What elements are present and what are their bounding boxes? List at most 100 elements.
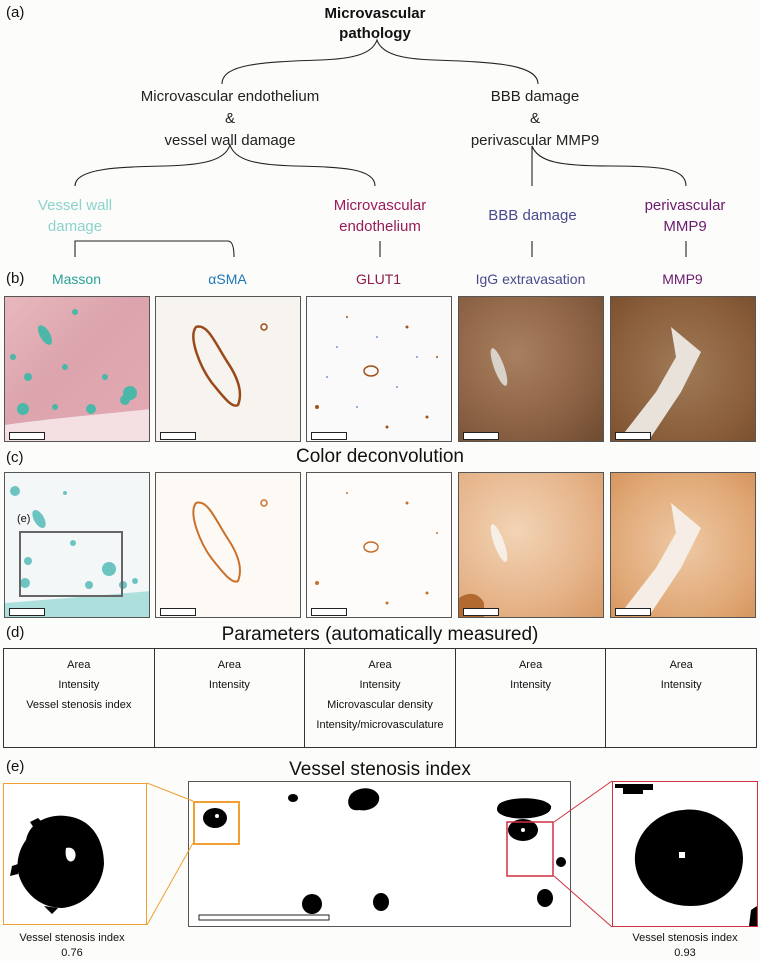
- param-item: Intensity: [510, 679, 552, 691]
- tree-braces: [74, 38, 687, 258]
- param-item: Intensity: [359, 679, 401, 691]
- image-igg-deconvolved: [458, 472, 604, 618]
- deconvolution-title: Color deconvolution: [296, 446, 464, 467]
- image-masson-stain: [4, 296, 150, 442]
- stenosis-vessel-right: [615, 784, 757, 926]
- stenosis-right-value: 0.93: [674, 947, 696, 959]
- param-item: Intensity: [58, 679, 100, 691]
- panel-label-c: (c): [6, 449, 24, 466]
- tree-left-node: Microvascular endothelium & vessel wall …: [110, 86, 350, 152]
- mmp9-vessel: [621, 327, 701, 437]
- tree-left-line-1: Microvascular endothelium: [140, 88, 320, 105]
- parameters-col-glut1: Area Intensity Microvascular density Int…: [304, 648, 456, 748]
- stenosis-zoom-right: [612, 781, 758, 927]
- param-item: Area: [368, 659, 392, 671]
- mmp9-deconvolved-vessel: [621, 503, 701, 613]
- stenosis-title: Vessel stenosis index: [289, 759, 471, 780]
- stenosis-right-label: Vessel stenosis index: [632, 932, 738, 944]
- stenosis-left-value: 0.76: [61, 947, 83, 959]
- vessel-wall-connector: [74, 240, 235, 258]
- asma-vessel: [192, 323, 268, 407]
- tree-root-line-1: Microvascular: [324, 5, 426, 22]
- leaf-mmp9-line-1: perivascular: [644, 197, 726, 214]
- glut1-vessels: [315, 316, 438, 429]
- parameters-table: Area Intensity Vessel stenosis index Are…: [3, 648, 757, 748]
- scale-bar-igg-deconvolved: [463, 608, 499, 616]
- stenosis-left-caption: Vessel stenosis index 0.76: [2, 931, 142, 961]
- image-glut1-deconvolved: [306, 472, 452, 618]
- stenosis-left-label: Vessel stenosis index: [19, 932, 125, 944]
- stenosis-overview: [188, 781, 571, 927]
- igg-vessel: [490, 348, 508, 386]
- panel-label-e: (e): [6, 758, 25, 775]
- stain-label-asma: αSMA: [208, 271, 247, 287]
- param-item: Microvascular density: [327, 699, 433, 711]
- stain-label-glut1: GLUT1: [355, 271, 402, 287]
- igg-deconvolved-vessel: [459, 524, 508, 617]
- leaf-vessel-wall-damage: Vessel wall damage: [10, 195, 140, 237]
- image-asma-deconvolved: [155, 472, 301, 618]
- leaf-endothelium-line-2: endothelium: [339, 218, 421, 235]
- tree-root: Microvascular pathology: [290, 4, 460, 44]
- leaf-bbb-damage: BBB damage: [465, 205, 600, 226]
- stain-label-igg: IgG extravasation: [475, 271, 586, 287]
- tree-right-line-2: &: [529, 110, 540, 127]
- param-item: Area: [67, 659, 91, 671]
- inset-label: (e): [17, 513, 31, 525]
- scale-bar-asma: [160, 432, 196, 440]
- param-item: Intensity: [660, 679, 702, 691]
- tree-root-line-2: pathology: [339, 25, 411, 42]
- image-igg-stain: [458, 296, 604, 442]
- stain-label-mmp9: MMP9: [662, 271, 703, 287]
- scale-bar-glut1: [311, 432, 347, 440]
- scale-bar-masson-deconvolved: [9, 608, 45, 616]
- stenosis-overview-vessels: [193, 788, 566, 921]
- right-branch: [531, 145, 687, 187]
- parameters-row: Area Intensity Vessel stenosis index Are…: [3, 648, 757, 748]
- scale-bar-masson: [9, 432, 45, 440]
- tree-left-line-3: vessel wall damage: [164, 132, 296, 149]
- scale-bar-mmp9-deconvolved: [615, 608, 651, 616]
- leaf-vessel-wall-line-1: Vessel wall: [37, 197, 113, 214]
- leaf-mmp9-line-2: MMP9: [663, 218, 707, 235]
- asma-deconvolved-vessel: [192, 499, 268, 583]
- scale-bar-igg: [463, 432, 499, 440]
- param-item: Area: [518, 659, 543, 671]
- tree-right-node: BBB damage & perivascular MMP9: [440, 86, 630, 152]
- parameters-title: Parameters (automatically measured): [221, 624, 539, 645]
- panel-label-d: (d): [6, 624, 25, 641]
- tree-right-line-1: BBB damage: [490, 88, 580, 105]
- tree-left-line-2: &: [224, 110, 235, 127]
- image-mmp9-deconvolved: [610, 472, 756, 618]
- parameters-col-mmp9: Area Intensity: [605, 648, 757, 748]
- stenosis-vessel-left: [10, 815, 105, 914]
- parameters-col-masson: Area Intensity Vessel stenosis index: [3, 648, 155, 748]
- scale-bar-glut1-deconvolved: [311, 608, 347, 616]
- leaf-perivascular-mmp9: perivascular MMP9: [615, 195, 755, 237]
- parameters-col-asma: Area Intensity: [153, 648, 306, 748]
- scale-bar-asma-deconvolved: [160, 608, 196, 616]
- tree-right-line-3: perivascular MMP9: [470, 132, 600, 149]
- stain-label-masson: Masson: [51, 271, 102, 287]
- leaf-bbb-line-1: BBB damage: [488, 207, 577, 224]
- image-asma-stain: [155, 296, 301, 442]
- leaf-vessel-wall-line-2: damage: [47, 218, 103, 235]
- parameters-col-igg: Area Intensity: [454, 648, 607, 748]
- leaf-endothelium-line-1: Microvascular: [333, 197, 427, 214]
- panel-label-b: (b): [6, 270, 25, 287]
- param-item: Intensity: [208, 679, 250, 691]
- param-item: Area: [669, 659, 693, 671]
- param-item: Area: [217, 659, 242, 671]
- panel-label-a: (a): [6, 4, 25, 21]
- image-masson-deconvolved: (e): [4, 472, 150, 618]
- image-glut1-stain: [306, 296, 452, 442]
- left-brace: [74, 143, 376, 187]
- root-brace: [221, 38, 539, 85]
- param-item: Vessel stenosis index: [26, 699, 132, 711]
- leaf-microvascular-endothelium: Microvascular endothelium: [305, 195, 455, 237]
- stenosis-zoom-left: [3, 783, 147, 925]
- stenosis-right-caption: Vessel stenosis index 0.93: [612, 931, 758, 961]
- masson-vessels: [5, 309, 149, 441]
- image-mmp9-stain: [610, 296, 756, 442]
- scale-bar-mmp9: [615, 432, 651, 440]
